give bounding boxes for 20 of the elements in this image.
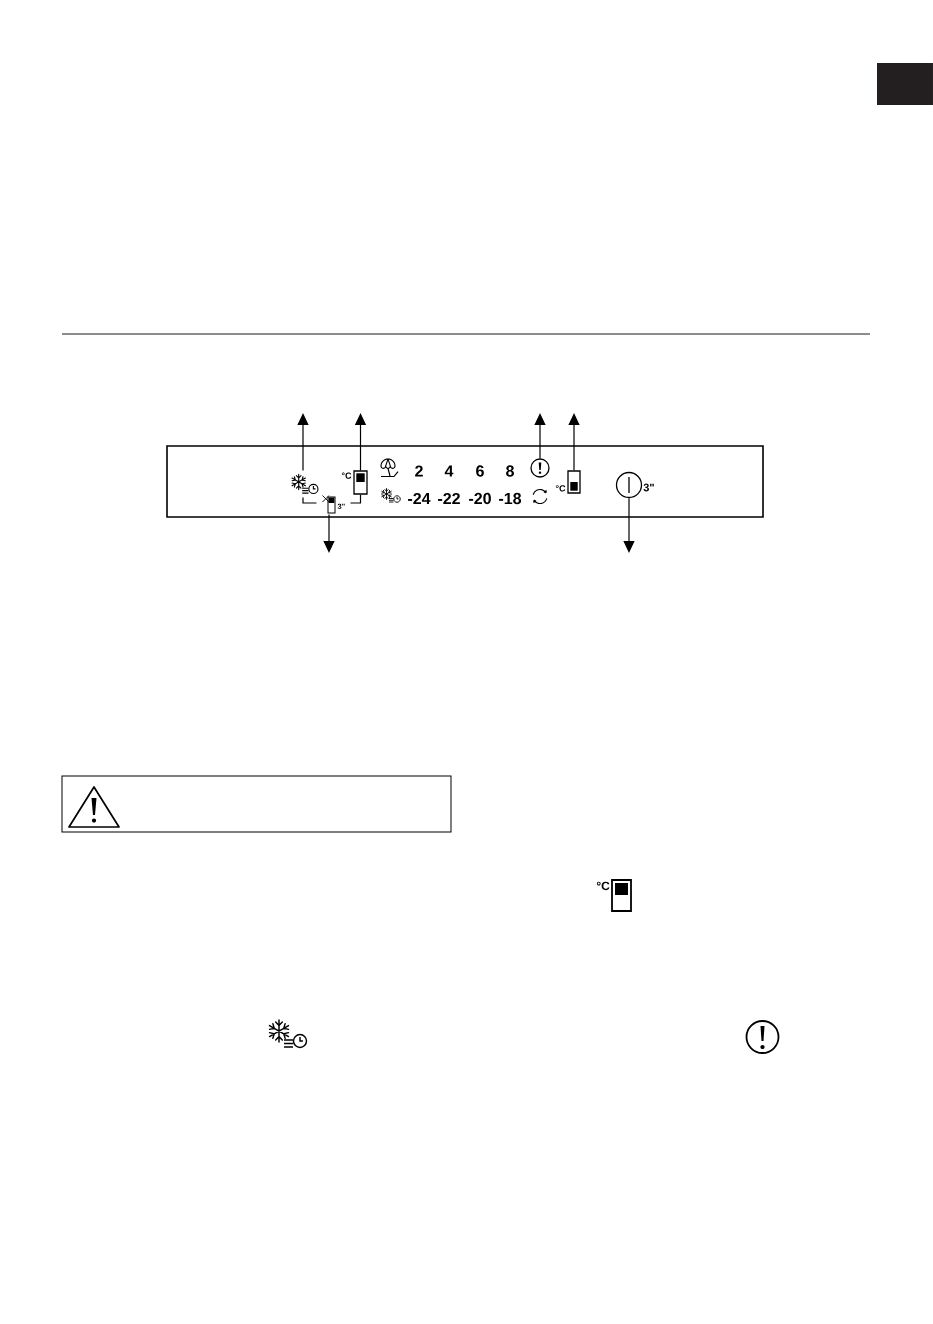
temperature-value: 6	[476, 465, 484, 477]
temperature-value: -22	[438, 492, 460, 505]
temperature-value: -24	[408, 492, 431, 505]
arrow	[623, 497, 635, 553]
temperature-value: -20	[469, 492, 491, 505]
temperature-value: 2	[415, 465, 423, 477]
connector-line	[349, 494, 362, 504]
temperature-value: -18	[499, 492, 522, 505]
unit-label: °C	[596, 881, 610, 891]
control-panel	[166, 445, 764, 518]
arrow	[568, 413, 580, 471]
exclamation-icon	[530, 458, 550, 478]
arrow	[323, 513, 335, 553]
temperature-value: 4	[444, 465, 454, 477]
connector-line	[302, 496, 318, 504]
snowflake-clock-icon	[291, 473, 319, 494]
arrow	[534, 413, 546, 459]
temperature-value: 8	[506, 465, 514, 477]
warning-box	[61, 775, 452, 833]
arrow	[297, 413, 309, 472]
